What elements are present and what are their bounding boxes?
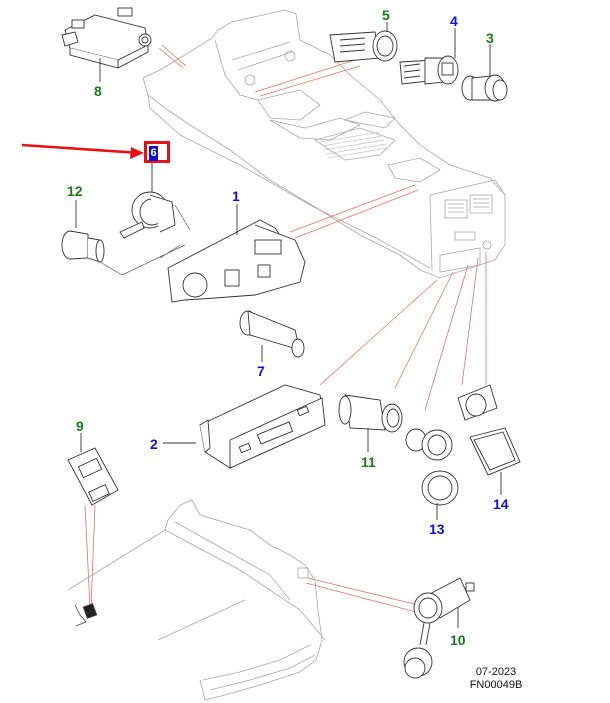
part-6-socket-housing bbox=[119, 191, 176, 239]
part-10-luggage-socket bbox=[403, 577, 475, 679]
highlight-arrow bbox=[21, 143, 141, 155]
part-3-cigar-lighter bbox=[461, 74, 508, 102]
callout-9[interactable]: 9 bbox=[76, 418, 84, 434]
luggage-compartment bbox=[67, 499, 326, 701]
callout-1[interactable]: 1 bbox=[232, 188, 240, 204]
footer-code: FN00049B bbox=[469, 679, 523, 691]
callout-11[interactable]: 11 bbox=[361, 454, 376, 470]
center-console bbox=[142, 9, 506, 279]
callout-2[interactable]: 2 bbox=[150, 436, 158, 452]
part-5-power-socket bbox=[329, 30, 398, 63]
leader-lines bbox=[84, 44, 487, 613]
part-4-usb-socket bbox=[399, 55, 459, 85]
callout-14[interactable]: 14 bbox=[493, 496, 509, 512]
part-2-usb-module bbox=[199, 384, 326, 469]
callout-8[interactable]: 8 bbox=[94, 83, 102, 99]
part-12-socket-cap bbox=[61, 230, 105, 263]
part-9-inverter-module bbox=[67, 447, 119, 506]
callout-13[interactable]: 13 bbox=[429, 521, 445, 537]
callout-7[interactable]: 7 bbox=[257, 363, 265, 379]
part-7-socket-insert bbox=[239, 310, 305, 358]
callout-4[interactable]: 4 bbox=[450, 13, 458, 29]
footer-date: 07-2023 bbox=[475, 666, 517, 678]
callout-5[interactable]: 5 bbox=[382, 7, 390, 23]
highlighted-callout-box[interactable]: 6 bbox=[144, 141, 170, 163]
highlight-arrow-head bbox=[130, 147, 144, 159]
callout-10[interactable]: 10 bbox=[450, 632, 466, 648]
part-14-socket-flip-cover bbox=[457, 384, 521, 476]
part-11-power-outlet bbox=[338, 394, 403, 433]
part-1-switch-panel bbox=[167, 219, 306, 303]
assembly-line bbox=[99, 204, 191, 276]
part-8-control-module bbox=[61, 7, 152, 69]
callout-3[interactable]: 3 bbox=[486, 30, 494, 46]
callout-6[interactable]: 6 bbox=[149, 146, 158, 161]
connector-harness bbox=[74, 603, 98, 627]
part-13-socket-with-cap bbox=[405, 428, 459, 506]
callout-12[interactable]: 12 bbox=[67, 183, 83, 199]
